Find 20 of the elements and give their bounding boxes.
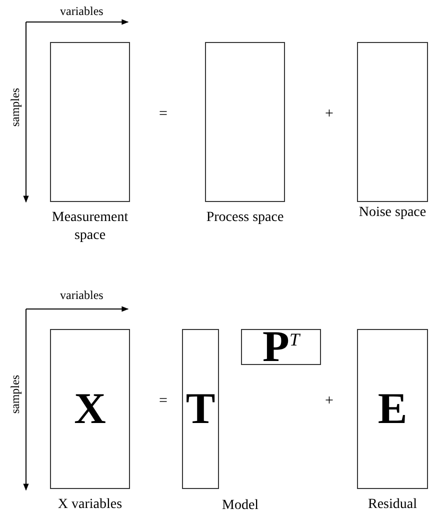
matrix-caption: Measurement space	[50, 209, 130, 246]
matrix-caption: Residual	[367, 496, 418, 514]
matrix-caption: Model	[222, 498, 259, 514]
axis-label: variables	[60, 4, 104, 19]
operator-sign: +	[325, 106, 334, 123]
matrix-caption: X variables	[56, 496, 124, 514]
matrix-caption: Process space	[205, 209, 285, 227]
matrix-symbol: E	[378, 387, 408, 431]
matrix-symbol: X	[74, 387, 106, 431]
axis-label: samples	[8, 88, 23, 127]
matrix-box	[182, 329, 219, 489]
axis-label: samples	[8, 375, 23, 414]
matrix-caption: Noise space	[358, 204, 428, 222]
operator-sign: =	[159, 106, 168, 123]
operator-sign: +	[325, 393, 334, 410]
matrix-box	[241, 329, 321, 365]
axis-label: variables	[60, 288, 104, 303]
matrix-symbol: T	[186, 387, 216, 431]
matrix-symbol: P$^{T}$	[262, 325, 300, 369]
operator-sign: =	[159, 393, 168, 410]
